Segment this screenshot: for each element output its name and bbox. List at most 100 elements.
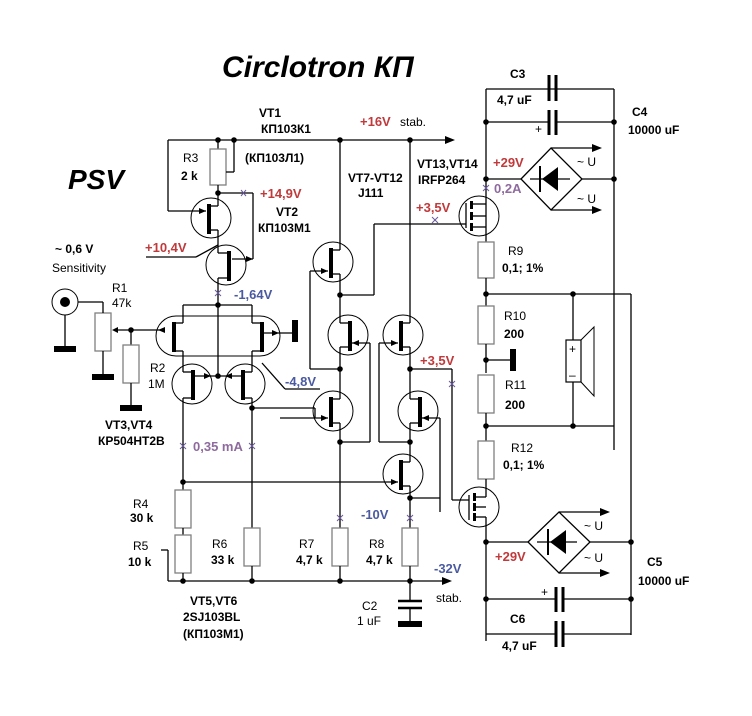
vt2-name: VT2: [276, 205, 298, 219]
r4-value: 30 k: [130, 511, 154, 525]
author-tag: PSV: [68, 164, 126, 195]
resistor-r6: [243, 527, 261, 581]
c4-plus: +: [535, 122, 542, 136]
c2-value: 1 uF: [357, 614, 381, 628]
speaker-plus: +: [569, 342, 576, 356]
r9-value: 0,1; 1%: [502, 261, 544, 275]
transistor-vt10: [378, 140, 424, 442]
vt5-vt6-alt-part: (КП103М1): [183, 627, 244, 641]
r7-name: R7: [299, 537, 315, 551]
resistor-r10: [477, 294, 495, 373]
r9-name: R9: [508, 244, 524, 258]
r5-name: R5: [133, 539, 149, 553]
voltage-neg32v: -32V: [434, 561, 462, 576]
transistor-vt3-vt4: [155, 304, 293, 376]
r8-value: 4,7 k: [366, 553, 393, 567]
vt1-alt-part: (КП103Л1): [245, 151, 304, 165]
r5-value: 10 k: [128, 555, 152, 569]
ground-symbol: [510, 349, 516, 371]
transistor-vt14: [452, 486, 500, 641]
speaker-minus: –: [569, 368, 576, 382]
c4-name: C4: [632, 105, 648, 119]
wire-supply-neg32v: [168, 577, 452, 585]
r3-name: R3: [183, 151, 199, 165]
c5-value: 10000 uF: [638, 574, 689, 588]
vt2-part: КП103М1: [258, 221, 311, 235]
transistor-vt1: [168, 193, 232, 245]
transistor-vt5: [171, 363, 218, 490]
page-title: Circlotron КП: [222, 51, 415, 84]
resistor-r3: [167, 140, 235, 211]
ac-input-label: ~ U: [584, 519, 603, 533]
wire: [195, 244, 219, 258]
resistor-r4: [174, 489, 192, 529]
r2-value: 1M: [148, 377, 165, 391]
r6-name: R6: [212, 537, 228, 551]
resistor-r2: [120, 330, 142, 411]
stab-label-top: stab.: [400, 115, 426, 129]
voltage-4-8v: -4,8V: [285, 374, 316, 389]
input-level: ~ 0,6 V: [55, 242, 93, 256]
vt1-part: КП103К1: [261, 122, 311, 136]
input-jack[interactable]: [51, 288, 79, 316]
wire-supply-16v: [168, 136, 455, 144]
vt5-vt6-part: 2SJ103BL: [183, 610, 240, 624]
r3-value: 2 k: [181, 169, 198, 183]
capacitor-c4: [486, 110, 614, 135]
transistor-vt6: [218, 363, 266, 528]
ac-input-label: ~ U: [584, 551, 603, 565]
r1-name: R1: [112, 281, 128, 295]
transistor-vt12: [183, 442, 424, 498]
r4-name: R4: [133, 497, 149, 511]
capacitor-c6: [486, 621, 631, 647]
capacitor-c3: [547, 75, 558, 101]
vt7-vt12-part: J111: [358, 186, 384, 200]
potentiometer-r5[interactable]: [161, 528, 192, 581]
vt3-vt4-part: КР504НТ2В: [98, 434, 165, 448]
voltage-14-9v: +14,9V: [260, 186, 302, 201]
r10-value: 200: [504, 327, 524, 341]
vt1-name: VT1: [259, 106, 281, 120]
c5-name: C5: [647, 555, 663, 569]
resistor-r11: [477, 374, 495, 426]
capacitor-c5: [486, 587, 631, 612]
c4-value: 10000 uF: [628, 123, 679, 137]
r6-value: 33 k: [211, 553, 235, 567]
resistor-r7: [331, 442, 349, 581]
wire: [261, 362, 286, 390]
c2-name: C2: [362, 599, 378, 613]
stab-label-bottom: stab.: [436, 591, 462, 605]
r2-name: R2: [150, 361, 166, 375]
voltage-29v-bottom: +29V: [495, 549, 526, 564]
transistor-vt8: [327, 295, 371, 442]
rectifier-bridge-bottom: [486, 508, 631, 577]
vt13-vt14-part: IRFP264: [418, 173, 466, 187]
ground-symbol: [54, 346, 76, 352]
voltage-10v: -10V: [361, 507, 389, 522]
transistor-vt7: [309, 140, 354, 369]
resistor-r12: [477, 426, 495, 497]
r11-value: 200: [505, 398, 525, 412]
r7-value: 4,7 k: [296, 553, 323, 567]
voltage-1-64v: -1,64V: [234, 287, 273, 302]
ac-input-label: ~ U: [577, 155, 596, 169]
current-0-2a: 0,2A: [494, 181, 522, 196]
transistor-vt9: [280, 369, 354, 442]
ac-input-label: ~ U: [577, 192, 596, 206]
r10-name: R10: [504, 309, 526, 323]
transistor-vt11: [397, 369, 441, 512]
capacitor-c2: [398, 581, 422, 627]
c3-name: C3: [510, 67, 526, 81]
potentiometer-r1[interactable]: [92, 302, 118, 380]
transistor-vt13: [458, 195, 500, 242]
rectifier-bridge-top: [486, 144, 614, 214]
lower-rail: [483, 542, 634, 635]
vt7-vt12-name: VT7-VT12: [348, 171, 403, 185]
r12-name: R12: [511, 441, 533, 455]
voltage-3-5v-top: +3,5V: [416, 200, 451, 215]
voltage-16v: +16V: [360, 114, 391, 129]
input-caption: Sensitivity: [52, 261, 106, 275]
vt13-vt14-name: VT13,VT14: [417, 157, 478, 171]
vt3-vt4-name: VT3,VT4: [105, 418, 153, 432]
